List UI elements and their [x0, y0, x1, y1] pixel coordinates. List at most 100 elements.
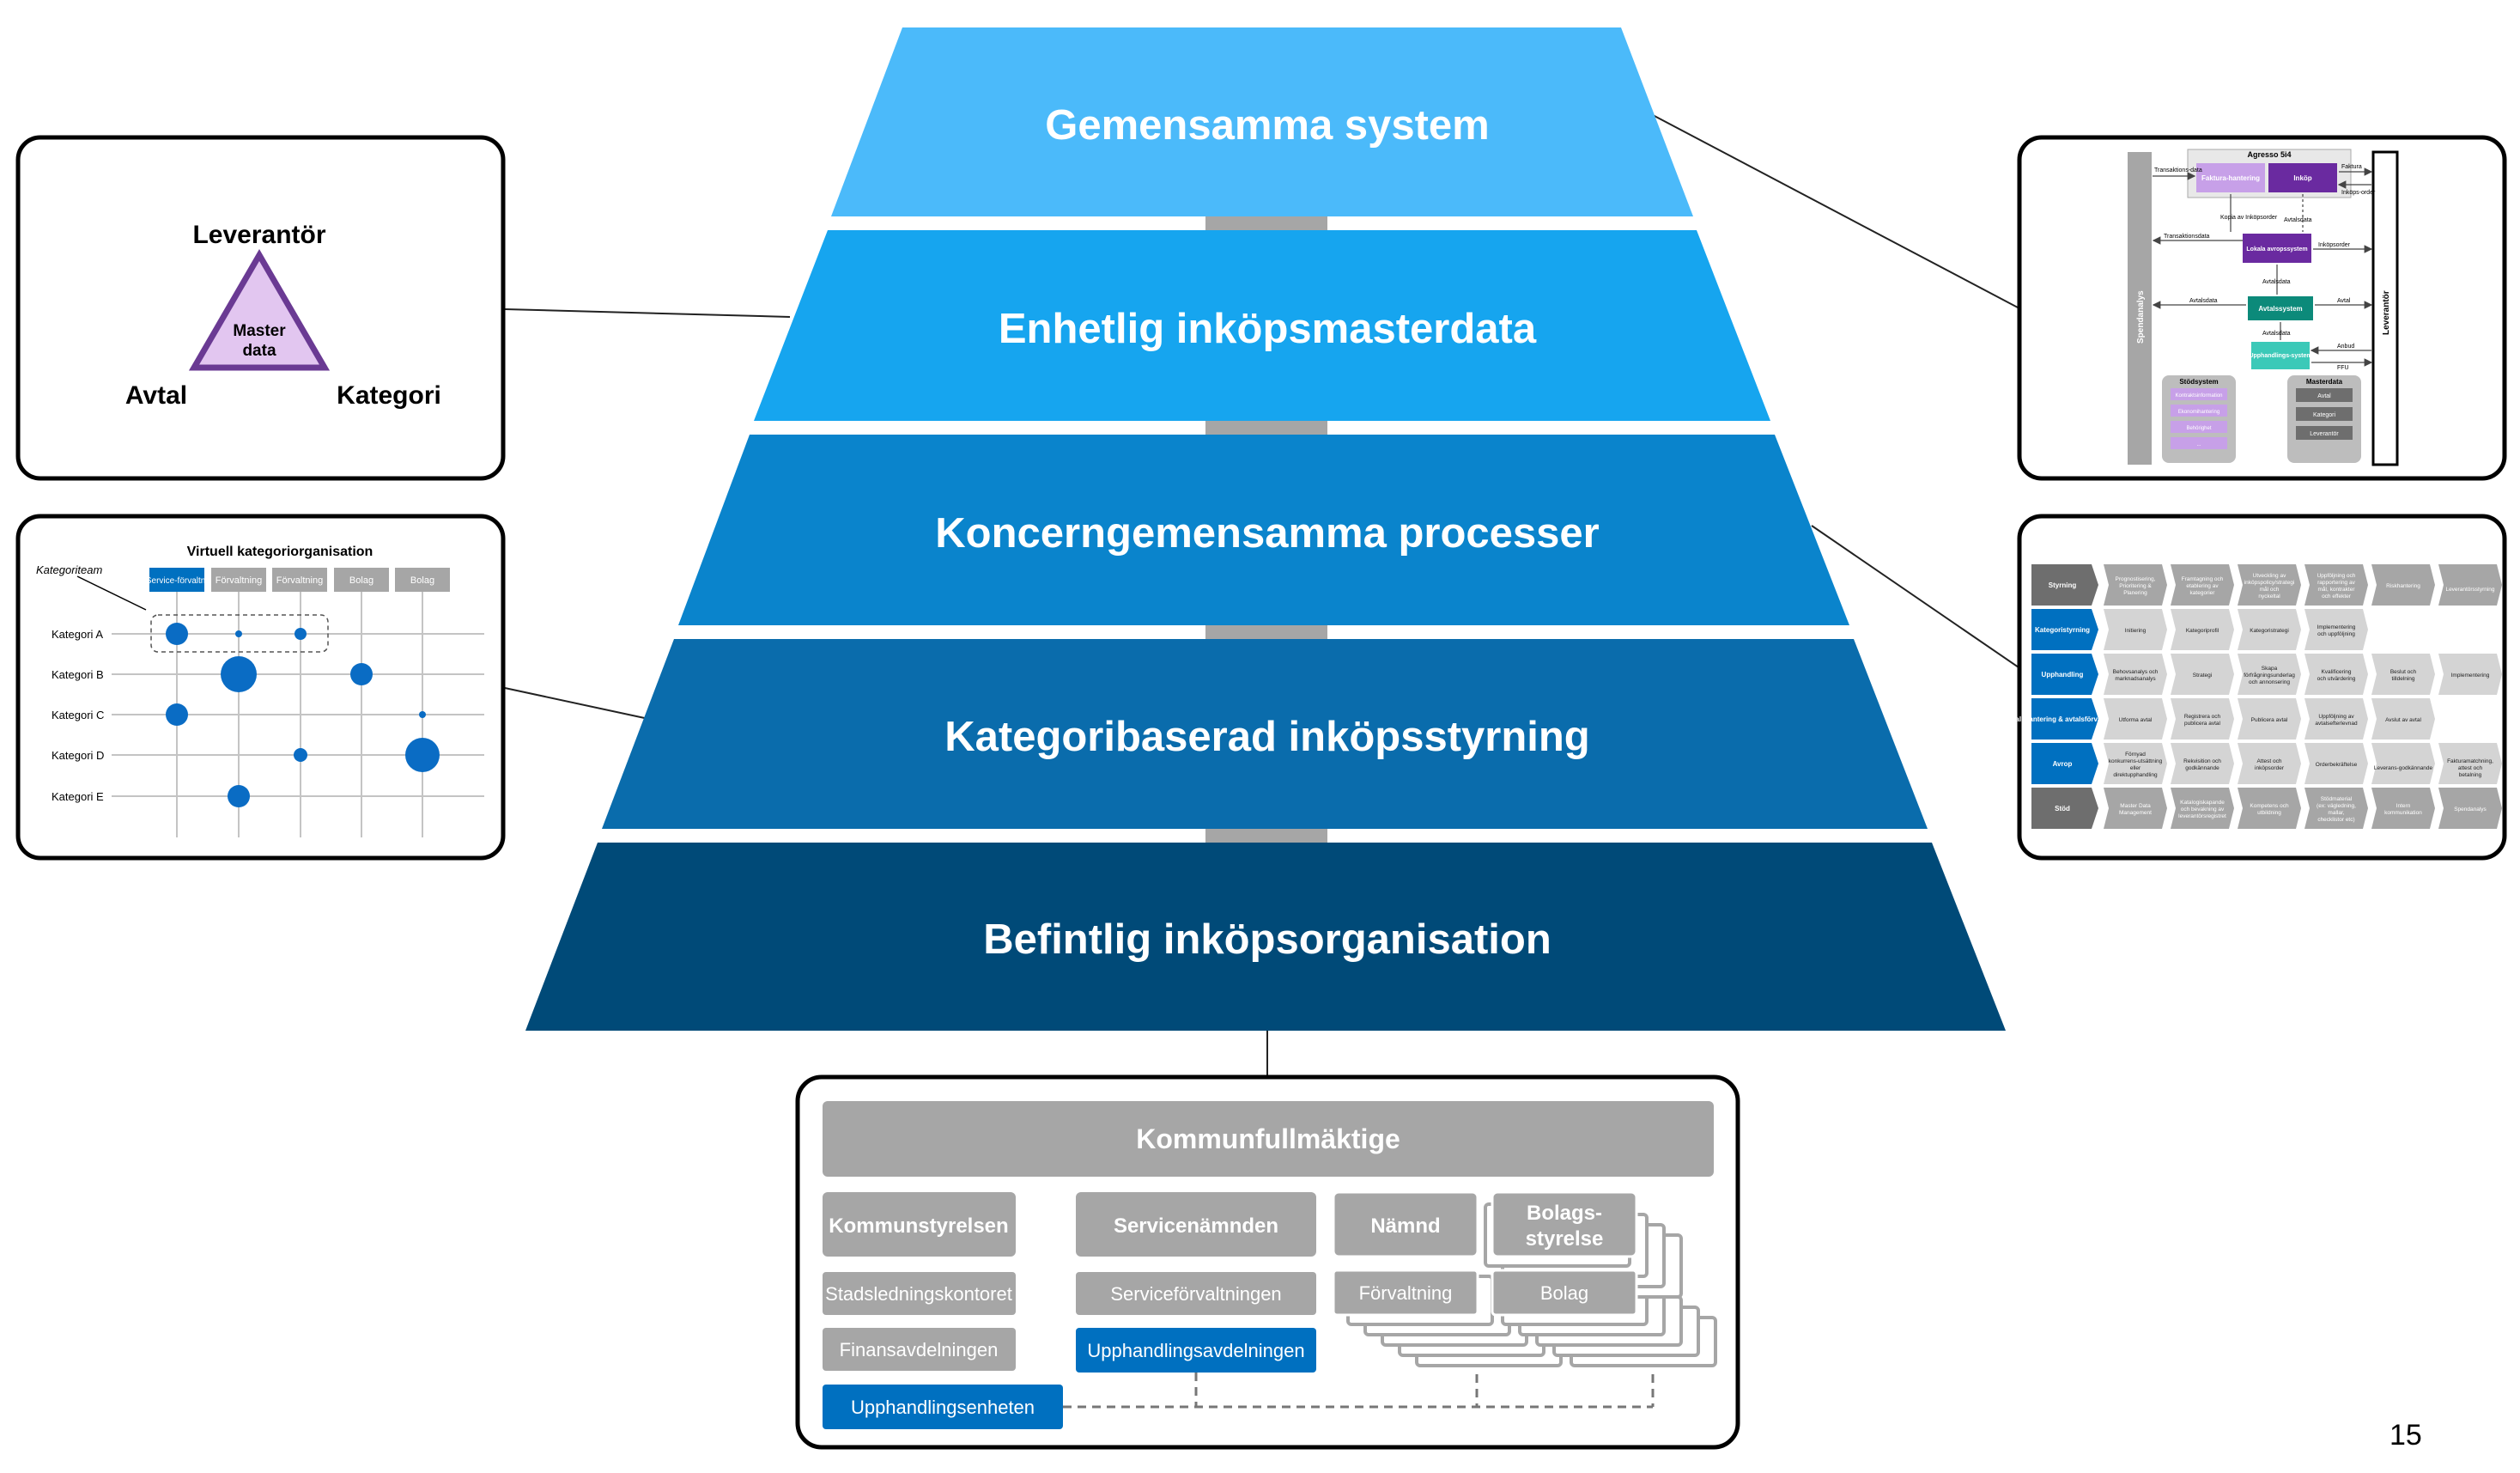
system-map-master-3: Leverantör — [2310, 431, 2339, 437]
org-kommunstyrelsen: Kommunstyrelsen — [829, 1214, 1008, 1238]
process-step-label: publicera avtal — [2184, 721, 2220, 727]
system-map-flow-3: Inköps-order — [2341, 190, 2376, 196]
process-step-label: Orderbekräftelse — [2316, 762, 2358, 768]
process-step-label: godkännande — [2185, 765, 2219, 771]
pyramid-level-5-label: Befintlig inköpsorganisation — [983, 916, 1551, 963]
process-step-label: attest och — [2458, 765, 2483, 771]
pyramid-level-1-label: Gemensamma system — [1045, 102, 1490, 149]
system-map-flow-12: Anbud — [2337, 344, 2354, 350]
process-step-label: Prognostisering, — [2116, 576, 2156, 582]
process-step-label: Kategoriprofil — [2186, 628, 2219, 634]
masterdata-left-label: Avtal — [125, 381, 187, 410]
process-step-label: Strategi — [2193, 673, 2212, 679]
process-step-bg — [2104, 788, 2167, 829]
category-row-d: Kategori D — [52, 749, 104, 762]
process-step-label: Utforma avtal — [2119, 717, 2153, 723]
process-step-label: Attest och — [2257, 758, 2282, 764]
process-step-bg — [2171, 564, 2234, 606]
masterdata-card: Leverantör Avtal Kategori Master data — [15, 135, 506, 481]
pyramid-level-5-shape — [525, 843, 2006, 1031]
process-step-bg — [2238, 698, 2301, 740]
pyramid-level-1-shape — [831, 27, 1693, 216]
pyramid-level-3-label: Koncerngemensamma processer — [935, 510, 1599, 557]
system-map-flow-9: Avtalsdata — [2189, 298, 2218, 304]
process-step-bg — [2104, 564, 2167, 606]
org-top-label: Kommunfullmäktige — [1136, 1123, 1400, 1154]
system-map-support-1: Kontraktsinformation — [2175, 393, 2222, 399]
process-step-label: kommunikation — [2384, 810, 2422, 816]
process-step-label: Implementering — [2451, 673, 2490, 679]
pyramid-level-5: Befintlig inköpsorganisation — [525, 843, 2006, 1031]
process-step-label: Avslut av avtal — [2385, 717, 2421, 723]
process-step-label: Leverans-godkännande — [2374, 765, 2433, 771]
process-step-label: Rekvisition och — [2183, 758, 2221, 764]
process-step-bg — [2104, 743, 2167, 784]
process-step-label: Beslut och — [2390, 669, 2417, 675]
process-step-bg — [2371, 788, 2435, 829]
process-step-label: Implementering — [2317, 624, 2356, 630]
process-row-label-bg — [2031, 788, 2098, 829]
process-step-label: marknadsanalys — [2115, 676, 2156, 682]
process-step-label: Uppföljning och — [2317, 573, 2356, 579]
system-map-master-title: Masterdata — [2306, 378, 2343, 386]
org-namnd: Nämnd — [1370, 1214, 1440, 1238]
process-step-label: och uppföljning — [2317, 631, 2355, 637]
pyramid: Gemensamma system Enhetlig inköpsmasterd… — [525, 27, 2006, 1031]
masterdata-center-line2: data — [242, 342, 276, 360]
process-row-label-bg — [2031, 564, 2098, 606]
process-step-label: Skapa — [2262, 666, 2278, 672]
pyramid-level-4-shape — [602, 639, 1928, 829]
process-step-bg — [2171, 743, 2234, 784]
pyramid-level-4: Kategoribaserad inköpsstyrning — [602, 639, 1928, 829]
process-step-bg — [2304, 654, 2368, 695]
category-col-4: Bolag — [349, 575, 373, 586]
process-step-label: konkurrens-utsättning — [2109, 758, 2163, 764]
process-step-label: förfrågningsunderlag — [2244, 672, 2295, 679]
system-map-side-left: Spendanalys — [2136, 290, 2146, 344]
process-step-label: leverantörsregistret — [2178, 813, 2226, 819]
system-map-flow-10: Avtal — [2337, 298, 2351, 304]
process-row-label: Upphandling — [2042, 671, 2084, 679]
process-step-label: Kategoristrategi — [2250, 628, 2289, 634]
system-map-spend-bar — [2128, 152, 2152, 465]
process-step-label: och utvärdering — [2317, 676, 2356, 682]
masterdata-right-label: Kategori — [337, 381, 441, 410]
process-step-bg — [2304, 743, 2368, 784]
org-serviceforvaltningen: Serviceförvaltningen — [1110, 1283, 1281, 1305]
org-bolag: Bolag — [1540, 1282, 1588, 1304]
process-step-label: (ex: vägledning, — [2317, 803, 2356, 809]
system-map-node-2: Inköp — [2293, 174, 2311, 182]
system-map-top-label: Agresso 5i4 — [2247, 150, 2291, 159]
process-step-bg — [2304, 564, 2368, 606]
process-step-label: eller — [2130, 765, 2141, 771]
category-matrix-rows: Kategori A Kategori B Kategori C Kategor… — [52, 628, 104, 803]
org-bolagsstyrelse-line1: Bolags- — [1527, 1202, 1602, 1225]
pyramid-level-1: Gemensamma system — [831, 27, 1693, 216]
process-row-label: Avrop — [2053, 760, 2073, 768]
process-row-label: Avtalshantering & avtalsförvaltning — [2005, 715, 2121, 723]
system-map-flow-8: Avtalsdata — [2262, 279, 2291, 285]
process-step-label: mallar, — [2328, 810, 2344, 816]
category-col-3: Förvaltning — [276, 575, 323, 586]
process-step-label: rapportering av — [2317, 580, 2355, 586]
process-step-label: Spendanalys — [2454, 806, 2487, 813]
process-step-label: inköpsorder — [2255, 765, 2285, 771]
process-step-label: avtalsefterlevnad — [2315, 721, 2358, 727]
org-dashed-link — [1063, 1373, 1655, 1409]
process-step-label: Registrera och — [2184, 714, 2221, 720]
process-step-label: och bevakning av — [2181, 806, 2225, 813]
process-step-label: betalning — [2459, 772, 2482, 778]
org-finans: Finansavdelningen — [840, 1339, 999, 1360]
category-matrix-headers: Service-förvaltn. Förvaltning Förvaltnin… — [146, 568, 450, 592]
process-step-label: Kompetens och — [2250, 803, 2289, 809]
org-forvaltning: Förvaltning — [1359, 1282, 1453, 1304]
process-step-label: Publicera avtal — [2251, 717, 2288, 723]
org-chart-card: Kommunfullmäktige Kommunstyrelsen Stadsl… — [795, 1074, 1740, 1450]
pyramid-level-2-shape — [754, 230, 1770, 421]
process-step-label: Uppföljning av — [2318, 714, 2354, 720]
pyramid-level-2: Enhetlig inköpsmasterdata — [754, 230, 1770, 421]
process-step-label: Master Data — [2120, 803, 2151, 809]
category-col-1: Service-förvaltn. — [146, 576, 208, 586]
process-step-bg — [2438, 788, 2502, 829]
